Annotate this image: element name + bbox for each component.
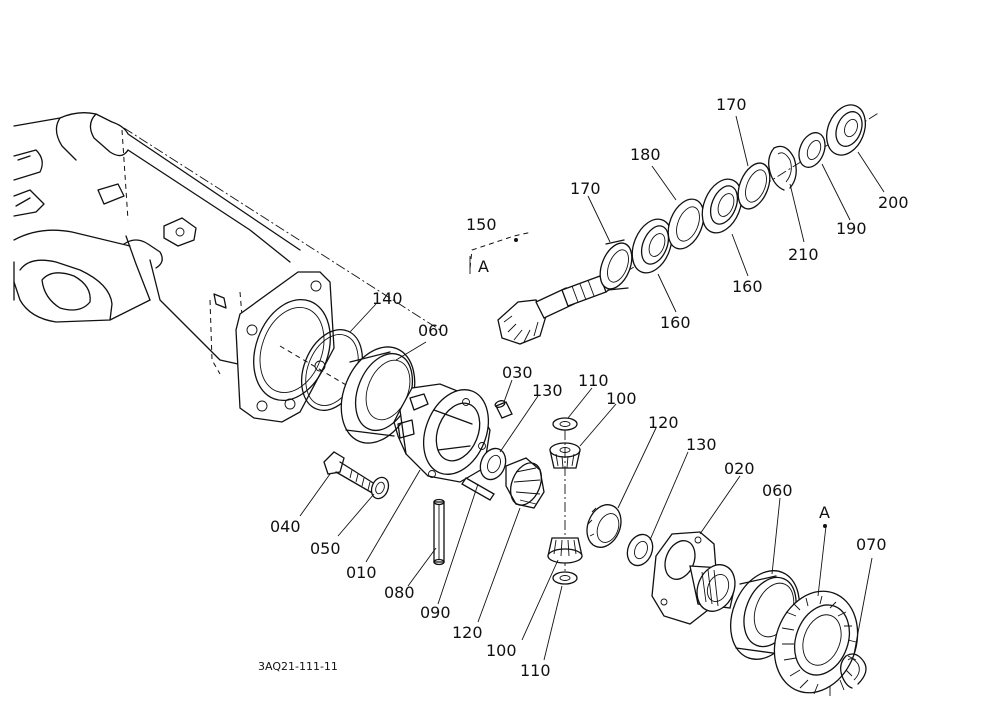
spacer-180 (667, 198, 705, 250)
bearing-200 (826, 104, 866, 156)
side-gear-120-right (586, 504, 622, 548)
section-marker-a-right: A (819, 503, 830, 528)
label-130-left: 130 (532, 381, 563, 400)
label-070: 070 (856, 535, 887, 554)
label-050: 050 (310, 539, 341, 558)
label-110-bottom: 110 (520, 661, 551, 680)
pinion-shaft-090 (461, 477, 495, 501)
leader-lines (299, 115, 885, 661)
lock-washer-050 (370, 476, 390, 500)
taper-bearing-160-left (631, 218, 673, 274)
bevel-pinion-shaft-150 (497, 271, 615, 345)
collar-170-right (737, 162, 771, 210)
label-040: 040 (270, 517, 301, 536)
label-030: 030 (502, 363, 533, 382)
drawing-code: 3AQ21-111-11 (258, 660, 338, 673)
label-100-bottom: 100 (486, 641, 517, 660)
label-110-top: 110 (578, 371, 609, 390)
label-090: 090 (420, 603, 451, 622)
label-060-right: 060 (762, 481, 793, 500)
lock-nut-190 (798, 132, 826, 168)
ring-gear (773, 590, 859, 696)
label-180: 180 (630, 145, 661, 164)
label-120-top: 120 (648, 413, 679, 432)
section-marker-a-top: A (469, 238, 518, 276)
label-140: 140 (372, 289, 403, 308)
label-160-right: 160 (732, 277, 763, 296)
label-190: 190 (836, 219, 867, 238)
label-200: 200 (878, 193, 909, 212)
circlip-070 (840, 653, 867, 689)
label-130-right: 130 (686, 435, 717, 454)
axle-housing (13, 112, 441, 423)
thrust-washer-130-left (479, 447, 507, 481)
washer-110-top (552, 417, 578, 431)
section-marker-a-top-text: A (478, 257, 489, 276)
differential-case-020 (651, 531, 736, 625)
label-210: 210 (788, 245, 819, 264)
side-gear-120-left (505, 457, 545, 509)
label-150: 150 (466, 215, 497, 234)
thrust-washer-130-right (626, 533, 654, 567)
label-010: 010 (346, 563, 377, 582)
part-labels: 140 060 030 130 110 100 120 130 020 060 … (270, 95, 909, 680)
label-100-top: 100 (606, 389, 637, 408)
label-170-right: 170 (716, 95, 747, 114)
dowel-pin-030 (494, 400, 513, 419)
label-160-left: 160 (660, 313, 691, 332)
spring-pin-080 (433, 498, 445, 566)
pinion-gear-100-bottom (547, 537, 583, 564)
washer-110-bottom (552, 571, 578, 585)
collar-170-left (599, 239, 633, 291)
label-120-bottom: 120 (452, 623, 483, 642)
label-020: 020 (724, 459, 755, 478)
label-080: 080 (384, 583, 415, 602)
section-marker-a-right-text: A (819, 503, 830, 522)
label-170-left: 170 (570, 179, 601, 198)
differential-case-010 (393, 383, 491, 483)
circlip-210 (768, 145, 797, 191)
bolt-040 (323, 451, 379, 495)
taper-bearing-160-right (701, 178, 743, 234)
label-060-left: 060 (418, 321, 449, 340)
